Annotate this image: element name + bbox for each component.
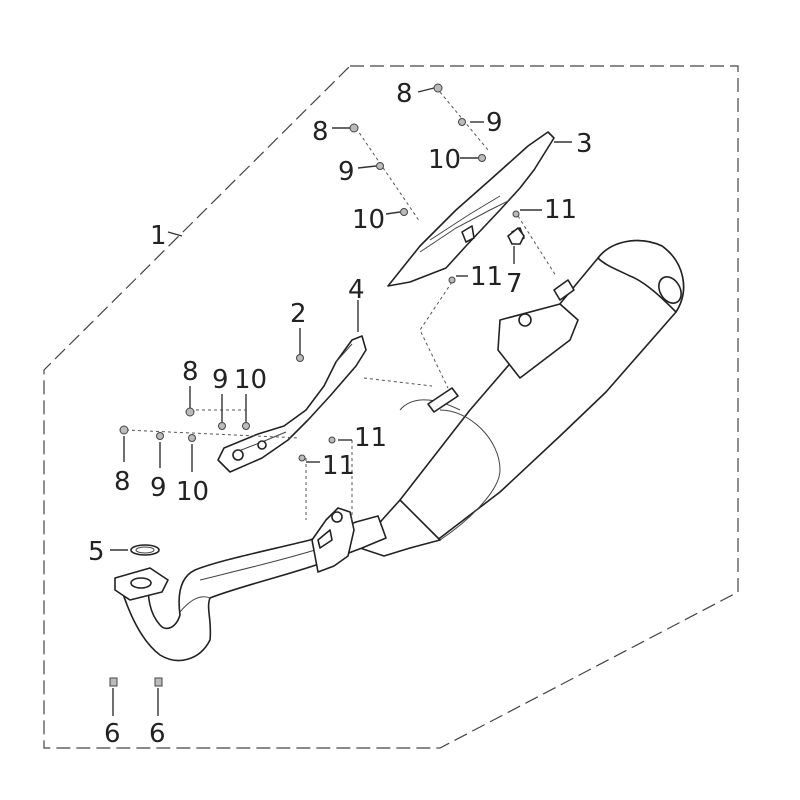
callout-9: 9 <box>338 157 355 187</box>
callouts: 1 8 9 10 3 8 9 10 11 11 7 2 4 8 9 10 11 … <box>88 79 593 749</box>
callout-6: 6 <box>104 719 121 749</box>
callout-1: 1 <box>150 221 167 251</box>
exhaust-pipe <box>114 507 387 662</box>
part-4-bracket <box>217 335 367 473</box>
callout-4: 4 <box>348 275 365 305</box>
leader-lines <box>110 87 572 716</box>
callout-9: 9 <box>486 108 503 138</box>
callout-6: 6 <box>149 719 166 749</box>
callout-8: 8 <box>182 357 199 387</box>
part-7-clip <box>507 227 525 245</box>
muffler <box>359 239 685 557</box>
callout-11: 11 <box>470 262 503 292</box>
callout-10: 10 <box>176 477 209 507</box>
callout-10: 10 <box>428 145 461 175</box>
callout-11: 11 <box>544 195 577 225</box>
fasteners <box>109 83 520 687</box>
callout-9: 9 <box>212 365 229 395</box>
callout-7: 7 <box>506 269 523 299</box>
callout-8: 8 <box>312 117 329 147</box>
callout-10: 10 <box>234 365 267 395</box>
callout-2: 2 <box>290 299 307 329</box>
callout-3: 3 <box>576 129 593 159</box>
callout-9: 9 <box>150 473 167 503</box>
callout-8: 8 <box>114 467 131 497</box>
callout-8: 8 <box>396 79 413 109</box>
callout-11: 11 <box>354 423 387 453</box>
callout-11: 11 <box>322 451 355 481</box>
callout-10: 10 <box>352 205 385 235</box>
assembly-boundary <box>43 65 739 749</box>
callout-5: 5 <box>88 537 105 567</box>
part-5-gasket <box>130 544 160 556</box>
